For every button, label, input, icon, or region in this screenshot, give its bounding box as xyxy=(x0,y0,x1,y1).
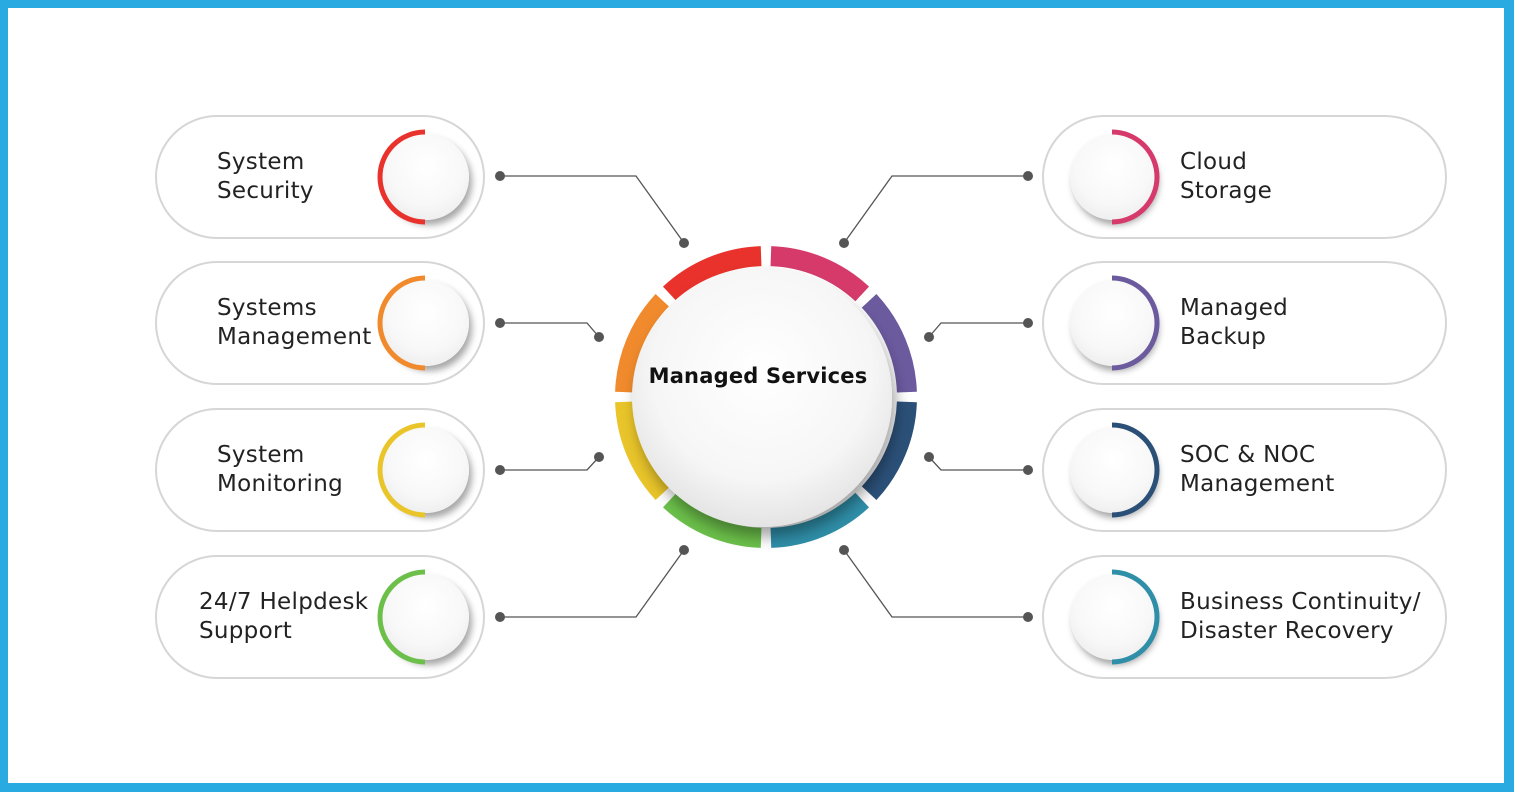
ring-segment xyxy=(861,401,917,501)
service-managed-backup: Managed Backup xyxy=(1042,261,1447,385)
connector-dot xyxy=(495,171,505,181)
bubble-arc-left xyxy=(377,275,426,371)
connector-dot xyxy=(1023,465,1033,475)
connectors xyxy=(495,171,1033,622)
ring-segment xyxy=(615,293,671,393)
service-bubble-icon xyxy=(1070,280,1156,366)
service-bubble-icon xyxy=(383,427,469,513)
connector-line xyxy=(928,456,1028,471)
service-soc-noc-management: SOC & NOC Management xyxy=(1042,408,1447,532)
connector-dot xyxy=(924,452,934,462)
service-systems-management: Systems Management xyxy=(155,261,485,385)
connector-dot xyxy=(1023,171,1033,181)
connector-dot xyxy=(495,612,505,622)
connector-dot xyxy=(679,545,689,555)
service-bubble-icon xyxy=(383,134,469,220)
bubble-arc-left xyxy=(377,422,426,518)
connector-line xyxy=(500,322,600,338)
bubble-arc-right xyxy=(1111,275,1160,371)
connector-dot xyxy=(495,318,505,328)
service-bubble-icon xyxy=(1070,134,1156,220)
service-bubble-icon xyxy=(1070,574,1156,660)
connector-dot xyxy=(924,332,934,342)
service-label: 24/7 Helpdesk Support xyxy=(199,589,369,644)
service-business-continuity: Business Continuity/ Disaster Recovery xyxy=(1042,555,1447,679)
service-label: Cloud Storage xyxy=(1180,149,1273,204)
center-ring xyxy=(615,246,917,548)
connector-dot xyxy=(839,238,849,248)
center-title: Managed Services xyxy=(648,364,868,388)
service-bubble-icon xyxy=(383,574,469,660)
ring-segment xyxy=(770,246,870,302)
connector-dot xyxy=(594,452,604,462)
bubble-arc-left xyxy=(377,129,426,225)
ring-segment xyxy=(662,492,762,548)
service-label: Managed Backup xyxy=(1180,295,1289,350)
service-label: SOC & NOC Management xyxy=(1180,442,1335,497)
service-cloud-storage: Cloud Storage xyxy=(1042,115,1447,239)
service-bubble-icon xyxy=(1070,427,1156,513)
bubble-arc-right xyxy=(1111,129,1160,225)
connector-line xyxy=(928,322,1028,338)
bubble-arc-right xyxy=(1111,422,1160,518)
service-label: System Security xyxy=(217,149,314,204)
connector-dot xyxy=(594,332,604,342)
connector-line xyxy=(843,175,1028,244)
connector-dot xyxy=(495,465,505,475)
service-system-monitoring: System Monitoring xyxy=(155,408,485,532)
connector-dot xyxy=(1023,318,1033,328)
connector-line xyxy=(843,549,1028,618)
ring-segment xyxy=(770,492,870,548)
ring-segment xyxy=(615,401,671,501)
ring-segment xyxy=(861,293,917,393)
ring-segment xyxy=(662,246,762,302)
service-helpdesk-support: 24/7 Helpdesk Support xyxy=(155,555,485,679)
connector-line xyxy=(500,456,600,471)
bubble-arc-left xyxy=(377,569,426,665)
bubble-arc-right xyxy=(1111,569,1160,665)
bubble-arcs xyxy=(377,129,1160,665)
service-label: Business Continuity/ Disaster Recovery xyxy=(1180,589,1421,644)
service-bubble-icon xyxy=(383,280,469,366)
connector-dot xyxy=(1023,612,1033,622)
service-label: System Monitoring xyxy=(217,442,343,497)
connector-dot xyxy=(839,545,849,555)
center-circle xyxy=(632,267,892,527)
connector-line xyxy=(500,175,685,244)
service-system-security: System Security xyxy=(155,115,485,239)
connector-dot xyxy=(679,238,689,248)
connector-line xyxy=(500,549,685,618)
service-label: Systems Management xyxy=(217,295,372,350)
